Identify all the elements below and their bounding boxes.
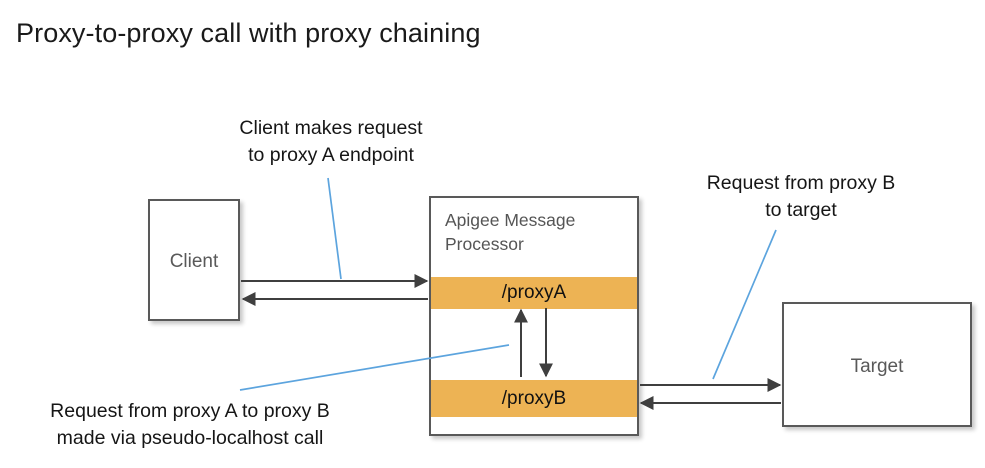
node-message-processor: Apigee Message Processor /proxyA /proxyB xyxy=(429,196,639,436)
node-target: Target xyxy=(782,302,972,427)
leader-line-proxyb-to-target xyxy=(712,229,777,380)
annotation-client-request: Client makes request to proxy A endpoint xyxy=(212,115,450,169)
node-target-label: Target xyxy=(850,356,904,377)
annotation-proxy-chaining-line-2: made via pseudo-localhost call xyxy=(56,427,324,449)
proxy-b-band: /proxyB xyxy=(431,380,637,417)
mp-title-line-1: Apigee Message xyxy=(445,210,576,230)
annotation-proxyb-to-target: Request from proxy B to target xyxy=(665,170,937,224)
annotation-client-request-line-1: Client makes request xyxy=(239,117,423,139)
annotation-proxy-chaining-line-1: Request from proxy A to proxy B xyxy=(50,400,330,422)
annotation-proxyb-to-target-line-1: Request from proxy B xyxy=(706,172,896,194)
annotation-proxy-chaining: Request from proxy A to proxy B made via… xyxy=(14,398,366,452)
annotation-proxyb-to-target-line-2: to target xyxy=(765,199,837,221)
leader-line-client-request xyxy=(327,177,342,280)
annotation-client-request-line-2: to proxy A endpoint xyxy=(248,144,414,166)
page-title: Proxy-to-proxy call with proxy chaining xyxy=(16,18,481,48)
node-message-processor-title: Apigee Message Processor xyxy=(445,208,625,256)
mp-title-line-2: Processor xyxy=(445,234,524,254)
proxy-a-band: /proxyA xyxy=(431,277,637,309)
node-client-label: Client xyxy=(169,251,219,272)
node-client: Client xyxy=(148,199,240,321)
